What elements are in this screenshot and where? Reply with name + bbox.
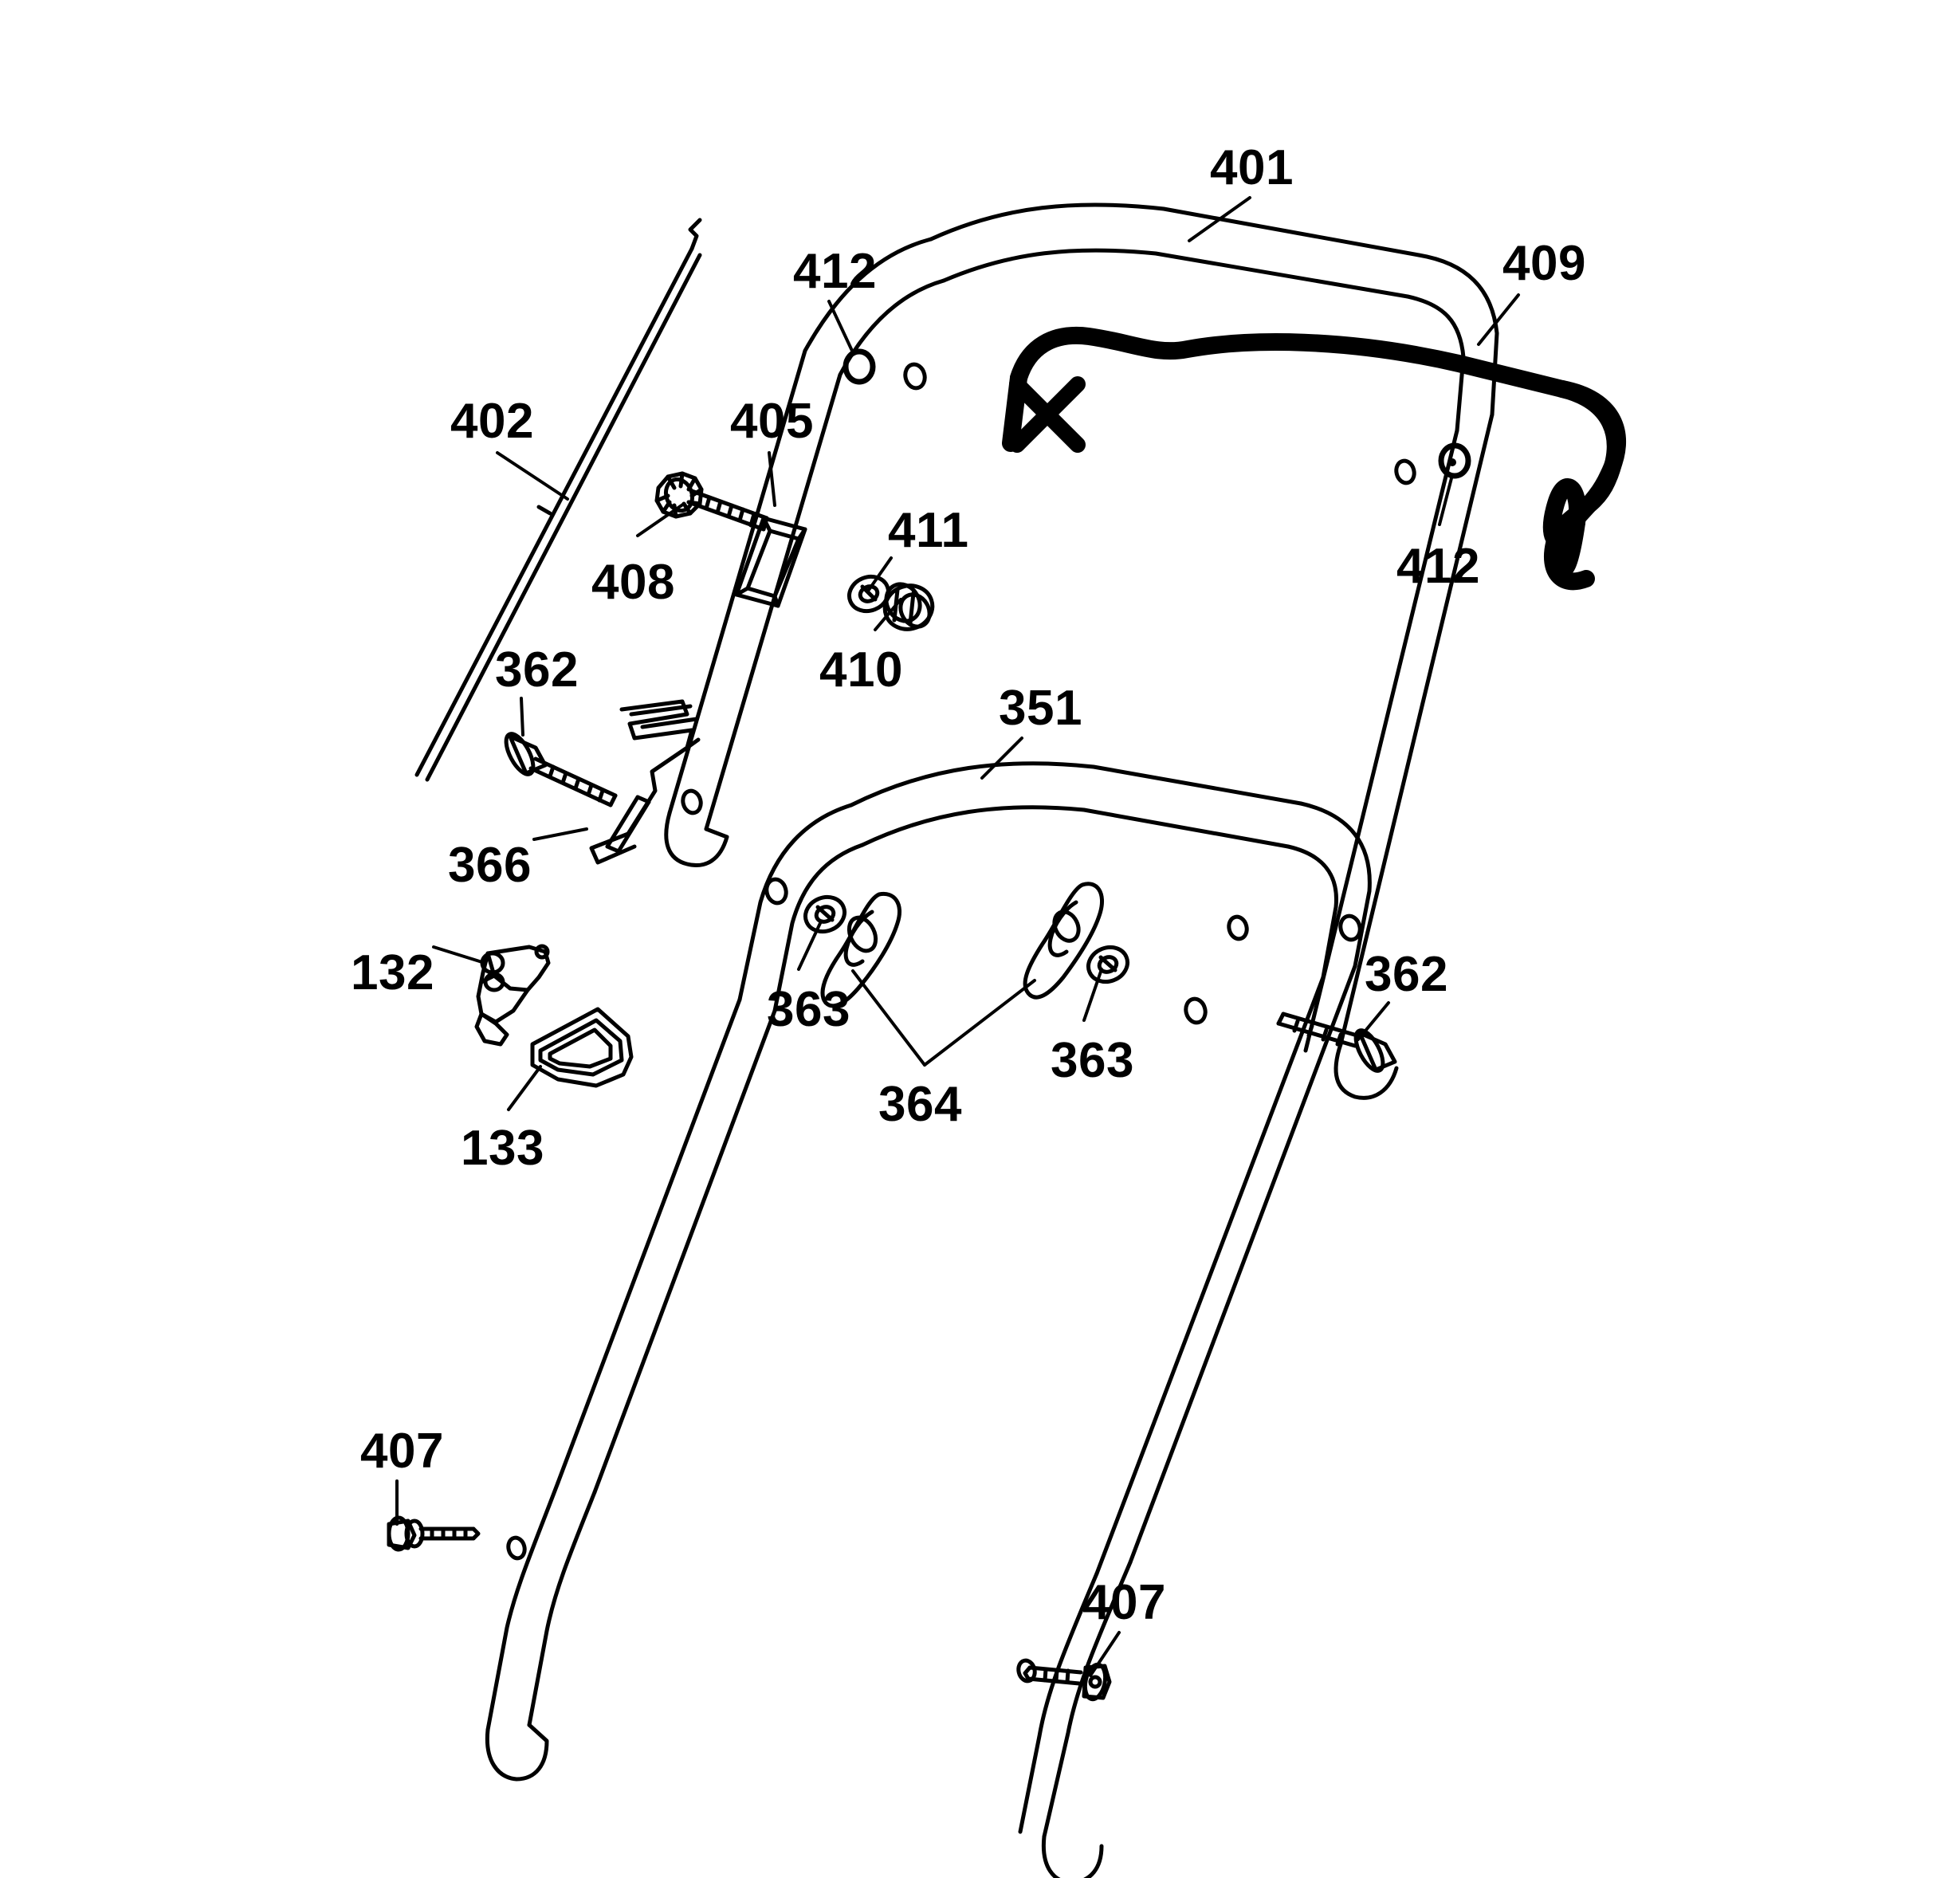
callout-label-351[interactable]: 351 (999, 681, 1082, 736)
callout-label-401[interactable]: 401 (1210, 140, 1294, 195)
callout-label-363-right[interactable]: 363 (1051, 1033, 1134, 1088)
part-405-cable-clamp (734, 516, 807, 608)
callout-label-407-right[interactable]: 407 (1082, 1575, 1166, 1630)
part-351-lower-handle-bar (485, 761, 1372, 1878)
part-363a-flat-washer (803, 894, 846, 934)
callout-label-363-left[interactable]: 363 (767, 982, 850, 1037)
part-366-cable-guide-bracket (589, 699, 701, 865)
callout-label-409[interactable]: 409 (1502, 236, 1586, 291)
callout-label-133[interactable]: 133 (461, 1121, 544, 1176)
part-401-upper-handle-bar (664, 202, 1499, 1100)
callout-label-412-right[interactable]: 412 (1396, 539, 1480, 594)
part-362a-carriage-screw (504, 732, 618, 807)
part-364a-cable-retainer-clip (820, 891, 902, 1008)
part-407a-shoulder-screw (387, 1515, 481, 1552)
callout-label-132[interactable]: 132 (351, 945, 434, 1000)
part-402-control-cable (414, 218, 702, 782)
part-412b-cable-tie-grommet (1438, 442, 1471, 479)
callout-label-362-right[interactable]: 362 (1365, 947, 1448, 1002)
callout-label-411[interactable]: 411 (888, 503, 969, 558)
callout-label-408[interactable]: 408 (591, 555, 675, 610)
part-412a-cable-tie-grommet (843, 348, 876, 385)
part-408-knob-bolt (654, 471, 769, 532)
part-411-flat-washer (847, 574, 890, 614)
callout-label-412-left[interactable]: 412 (793, 244, 877, 299)
part-409-cable-crossing-mark (1009, 376, 1086, 453)
callout-label-405[interactable]: 405 (730, 394, 814, 449)
callout-label-410[interactable]: 410 (819, 642, 903, 697)
callout-label-407-left[interactable]: 407 (360, 1424, 444, 1479)
callout-label-364[interactable]: 364 (878, 1077, 962, 1132)
part-363b-flat-washer (1086, 945, 1129, 984)
part-407b-shoulder-screw (1023, 1662, 1112, 1702)
part-409-control-cable-assembly (1002, 327, 1627, 578)
part-409-cable-hook (1544, 380, 1624, 591)
callout-label-362-left[interactable]: 362 (495, 642, 579, 697)
part-133-warning-label (530, 1007, 634, 1088)
callout-label-366[interactable]: 366 (448, 838, 532, 893)
part-362b-carriage-screw (1276, 1012, 1397, 1073)
leader-lines (395, 196, 1520, 1677)
callout-label-402[interactable]: 402 (450, 394, 534, 449)
part-132-switch-connector (474, 944, 551, 1047)
part-364b-cable-retainer-clip (1023, 882, 1105, 1000)
